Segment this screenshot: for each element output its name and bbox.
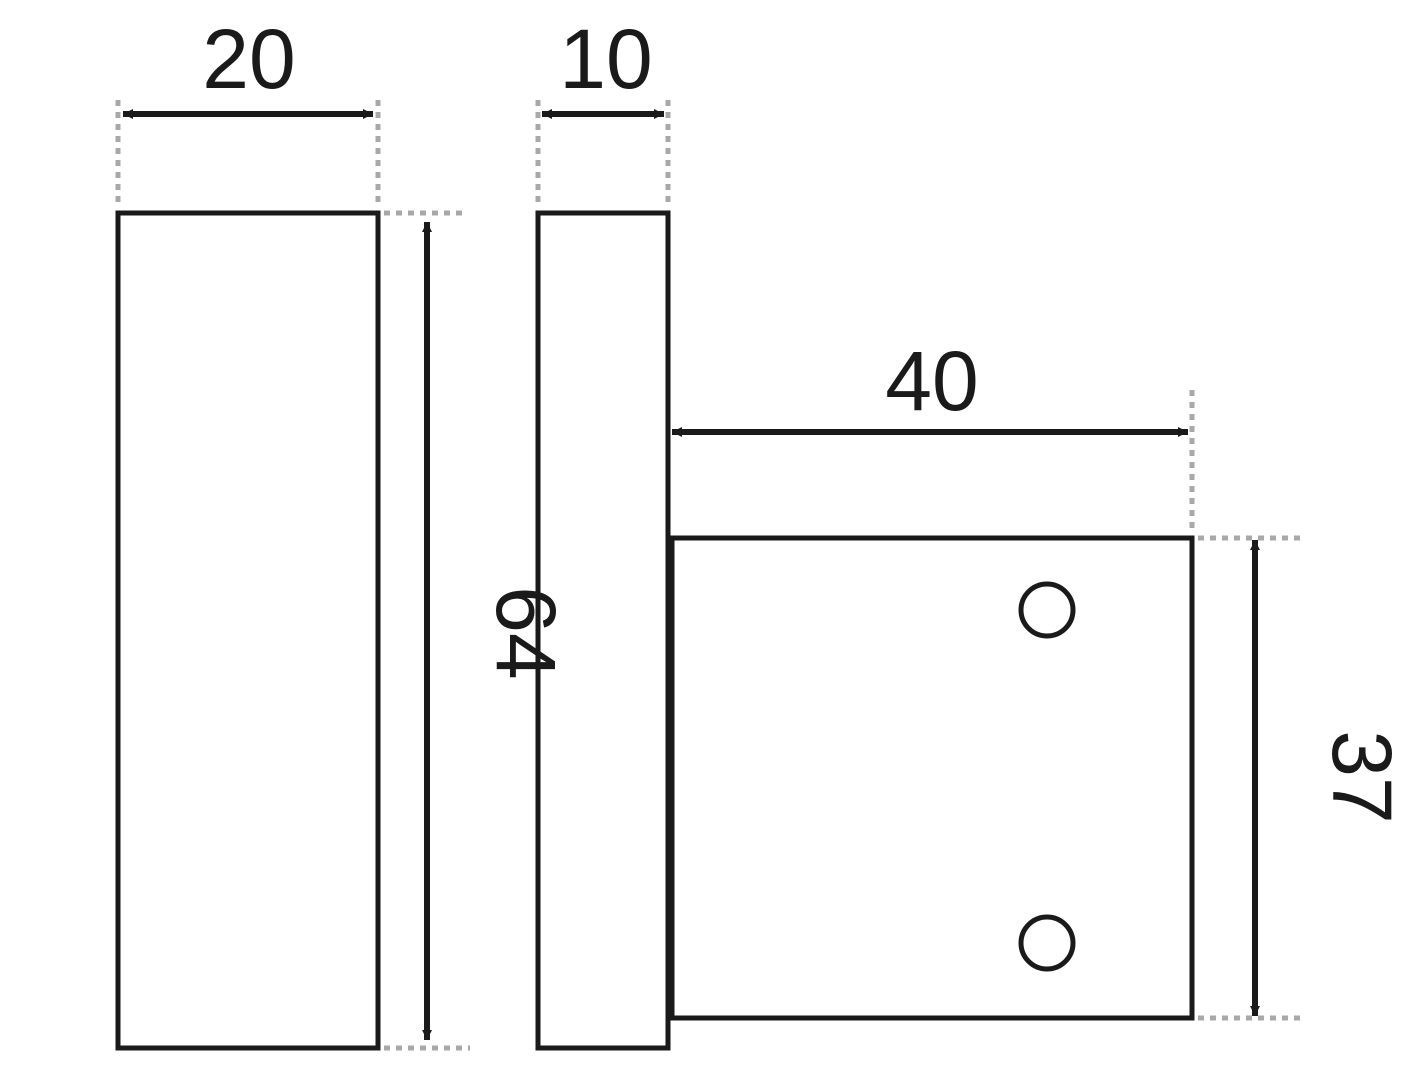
label-height: 64: [479, 586, 573, 679]
label-bracket-height: 37: [1315, 730, 1408, 823]
label-bracket-length: 40: [885, 334, 978, 428]
bracket-plate-rect: [669, 535, 1195, 1021]
extension-lines: [115, 100, 1305, 1051]
mounting-hole-bottom: [1018, 914, 1076, 972]
label-front-width: 20: [202, 12, 295, 106]
dimension-lines: [123, 109, 1260, 1040]
label-side-depth: 10: [559, 12, 652, 106]
side-view-rect: [535, 210, 671, 1051]
part-outlines: [115, 210, 1195, 1051]
front-view-rect: [115, 210, 381, 1051]
mounting-hole-top: [1018, 581, 1076, 639]
